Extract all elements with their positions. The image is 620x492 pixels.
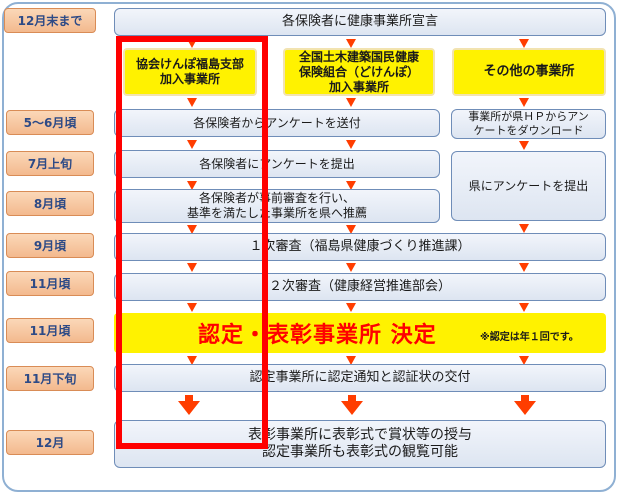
arrow-down-icon xyxy=(187,303,197,312)
step-declare: 各保険者に健康事業所宣言 xyxy=(114,8,606,36)
step-award-line1: 表彰事業所に表彰式で賞状等の授与 xyxy=(248,426,472,443)
column-header-dokenpo-line2: 保険組合（どけんぽ） xyxy=(298,64,419,79)
column-header-dokenpo-line3: 加入事業所 xyxy=(328,79,389,94)
step-submit-prefecture: 県にアンケートを提出 xyxy=(451,151,606,221)
step-decision-text: 認定・表彰事業所 決定 xyxy=(198,323,437,348)
step-download-line2: ケートをダウンロード xyxy=(473,124,584,137)
step-notify: 認定事業所に認定通知と認証状の交付 xyxy=(114,364,606,392)
arrow-down-icon xyxy=(346,263,356,272)
arrow-down-icon xyxy=(519,263,529,272)
step-review-1: １次審査（福島県健康づくり推進課） xyxy=(114,233,606,261)
arrow-down-icon xyxy=(519,356,529,365)
arrow-down-icon xyxy=(346,140,356,149)
arrow-shaft xyxy=(348,395,356,401)
column-header-kyokai: 協会けんぽ福島支部 加入事業所 xyxy=(123,48,257,96)
step-notify-text: 認定事業所に認定通知と認証状の交付 xyxy=(249,369,471,385)
column-header-kyokai-line1: 協会けんぽ福島支部 xyxy=(135,57,244,71)
timeline-label-nov-1: 11月頃 xyxy=(6,271,94,296)
step-review-2-text: ２次審査（健康経営推進部会） xyxy=(268,278,451,294)
step-prescreen: 各保険者が事前審査を行い、 基準を満たした事業所を県へ推薦 xyxy=(114,189,440,223)
column-header-kyokai-line2: 加入事業所 xyxy=(159,72,220,86)
arrow-down-icon xyxy=(519,224,529,233)
timeline-label-dec-end: 12月末まで xyxy=(4,8,96,33)
arrow-down-icon xyxy=(519,39,529,48)
step-send-survey: 各保険者からアンケートを送付 xyxy=(114,109,440,137)
column-header-dokenpo: 全国土木建築国民健康 保険組合（どけんぽ） 加入事業所 xyxy=(283,48,435,96)
arrow-down-icon xyxy=(187,98,197,107)
arrow-shaft xyxy=(185,395,193,401)
arrow-down-icon xyxy=(519,141,529,150)
arrow-down-icon xyxy=(346,39,356,48)
step-review-1-text: １次審査（福島県健康づくり推進課） xyxy=(249,238,471,254)
step-declare-text: 各保険者に健康事業所宣言 xyxy=(281,13,438,29)
timeline-label-nov-late: 11月下旬 xyxy=(6,366,94,391)
timeline-label-may-jun: 5～6月頃 xyxy=(6,110,94,135)
arrow-down-icon xyxy=(346,225,356,234)
timeline-label-aug: 8月頃 xyxy=(6,191,94,216)
arrow-down-icon xyxy=(346,356,356,365)
timeline-label-sep: 9月頃 xyxy=(6,233,94,258)
step-submit-survey-text: 各保険者にアンケートを提出 xyxy=(199,156,355,171)
arrow-down-icon xyxy=(346,303,356,312)
step-award-line2: 認定事業所も表彰式の観覧可能 xyxy=(262,444,458,460)
column-header-dokenpo-line1: 全国土木建築国民健康 xyxy=(298,49,419,64)
arrow-down-icon xyxy=(187,263,197,272)
step-prescreen-line2: 基準を満たした事業所を県へ推薦 xyxy=(186,206,367,220)
column-header-other-text: その他の事業所 xyxy=(483,63,575,79)
step-download-line1: 事業所が県ＨＰからアン xyxy=(468,110,589,124)
arrow-down-icon xyxy=(187,140,197,149)
step-award: 表彰事業所に表彰式で賞状等の授与 認定事業所も表彰式の観覧可能 xyxy=(114,420,606,468)
step-review-2: ２次審査（健康経営推進部会） xyxy=(114,273,606,301)
step-download: 事業所が県ＨＰからアン ケートをダウンロード xyxy=(451,109,606,139)
timeline-label-nov-2: 11月頃 xyxy=(6,318,94,343)
step-submit-survey: 各保険者にアンケートを提出 xyxy=(114,150,440,178)
arrow-down-icon xyxy=(178,401,200,415)
arrow-down-icon xyxy=(187,181,197,190)
arrow-down-icon xyxy=(519,98,529,107)
step-send-survey-text: 各保険者からアンケートを送付 xyxy=(193,115,361,130)
step-submit-prefecture-text: 県にアンケートを提出 xyxy=(468,178,589,193)
arrow-shaft xyxy=(521,395,529,401)
arrow-down-icon xyxy=(519,303,529,312)
step-decision-note: ※認定は年１回です。 xyxy=(480,332,579,343)
timeline-label-dec: 12月 xyxy=(6,430,94,455)
arrow-down-icon xyxy=(514,401,536,415)
step-decision: 認定・表彰事業所 決定 ※認定は年１回です。 xyxy=(114,313,606,353)
arrow-down-icon xyxy=(341,401,363,415)
timeline-label-jul-early: 7月上旬 xyxy=(6,151,94,176)
arrow-down-icon xyxy=(346,181,356,190)
arrow-down-icon xyxy=(187,39,197,48)
arrow-down-icon xyxy=(187,356,197,365)
arrow-down-icon xyxy=(187,225,197,234)
column-header-other: その他の事業所 xyxy=(452,48,606,96)
arrow-down-icon xyxy=(346,98,356,107)
step-prescreen-line1: 各保険者が事前審査を行い、 xyxy=(198,191,355,205)
